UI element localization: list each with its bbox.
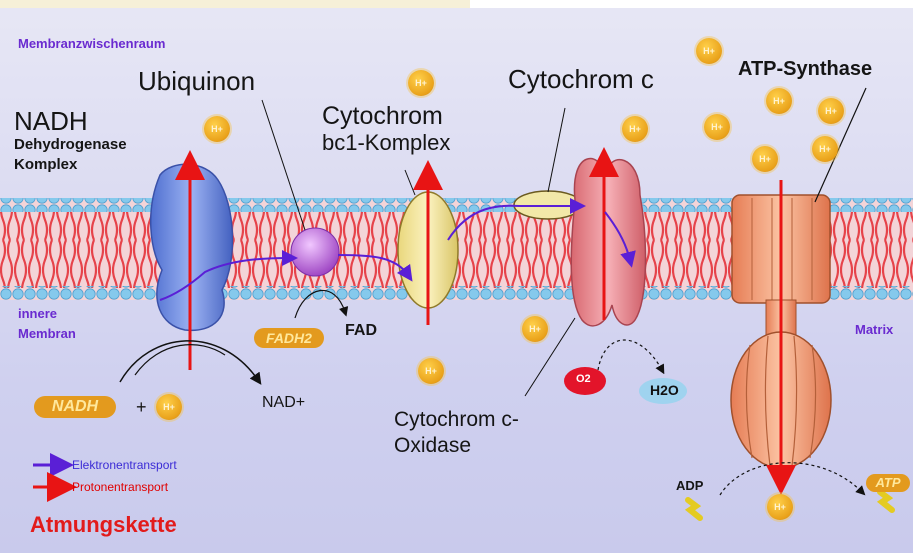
- label-oxidase-1: Cytochrom c-: [394, 408, 519, 432]
- label-innere: innere: [18, 306, 57, 321]
- label-nadh-title: NADH: [14, 106, 88, 137]
- proton-icon: H+: [818, 98, 844, 124]
- label-nad-plus: NAD+: [262, 394, 305, 412]
- legend-electron: Elektronentransport: [72, 458, 177, 472]
- proton-icon: H+: [418, 358, 444, 384]
- proton-icon: H+: [522, 316, 548, 342]
- proton-icon: H+: [704, 114, 730, 140]
- fadh2-molecule: FADH2: [254, 328, 324, 348]
- proton-icon: H+: [812, 136, 838, 162]
- label-bc1-komplex: bc1-Komplex: [322, 130, 450, 156]
- proton-icon: H+: [696, 38, 722, 64]
- proton-icon: H+: [767, 494, 793, 520]
- label-atp-synthase: ATP-Synthase: [738, 58, 872, 81]
- diagram-title: Atmungskette: [30, 512, 177, 538]
- nadh-molecule: NADH: [34, 396, 116, 418]
- label-oxidase-2: Oxidase: [394, 434, 471, 458]
- label-ubiquinon: Ubiquinon: [138, 66, 255, 97]
- proton-icon: H+: [204, 116, 230, 142]
- label-cytochrom-c: Cytochrom c: [508, 64, 654, 95]
- label-membran: Membran: [18, 326, 76, 341]
- h2o-molecule: H2O: [650, 382, 679, 398]
- label-adp: ADP: [676, 478, 703, 493]
- proton-icon: H+: [766, 88, 792, 114]
- proton-icon: H+: [408, 70, 434, 96]
- atp-molecule: ATP: [866, 474, 910, 492]
- label-komplex: Komplex: [14, 156, 77, 173]
- label-matrix: Matrix: [855, 322, 893, 337]
- proton-icon: H+: [622, 116, 648, 142]
- label-fad: FAD: [345, 322, 377, 340]
- label-intermembrane: Membranzwischenraum: [18, 36, 165, 51]
- o2-molecule: O2: [576, 373, 591, 385]
- label-plus: +: [136, 397, 147, 418]
- label-cytochrom: Cytochrom: [322, 102, 443, 131]
- legend-proton: Protonentransport: [72, 480, 168, 494]
- proton-icon: H+: [752, 146, 778, 172]
- proton-icon: H+: [156, 394, 182, 420]
- label-dehydrogenase: Dehydrogenase: [14, 136, 127, 153]
